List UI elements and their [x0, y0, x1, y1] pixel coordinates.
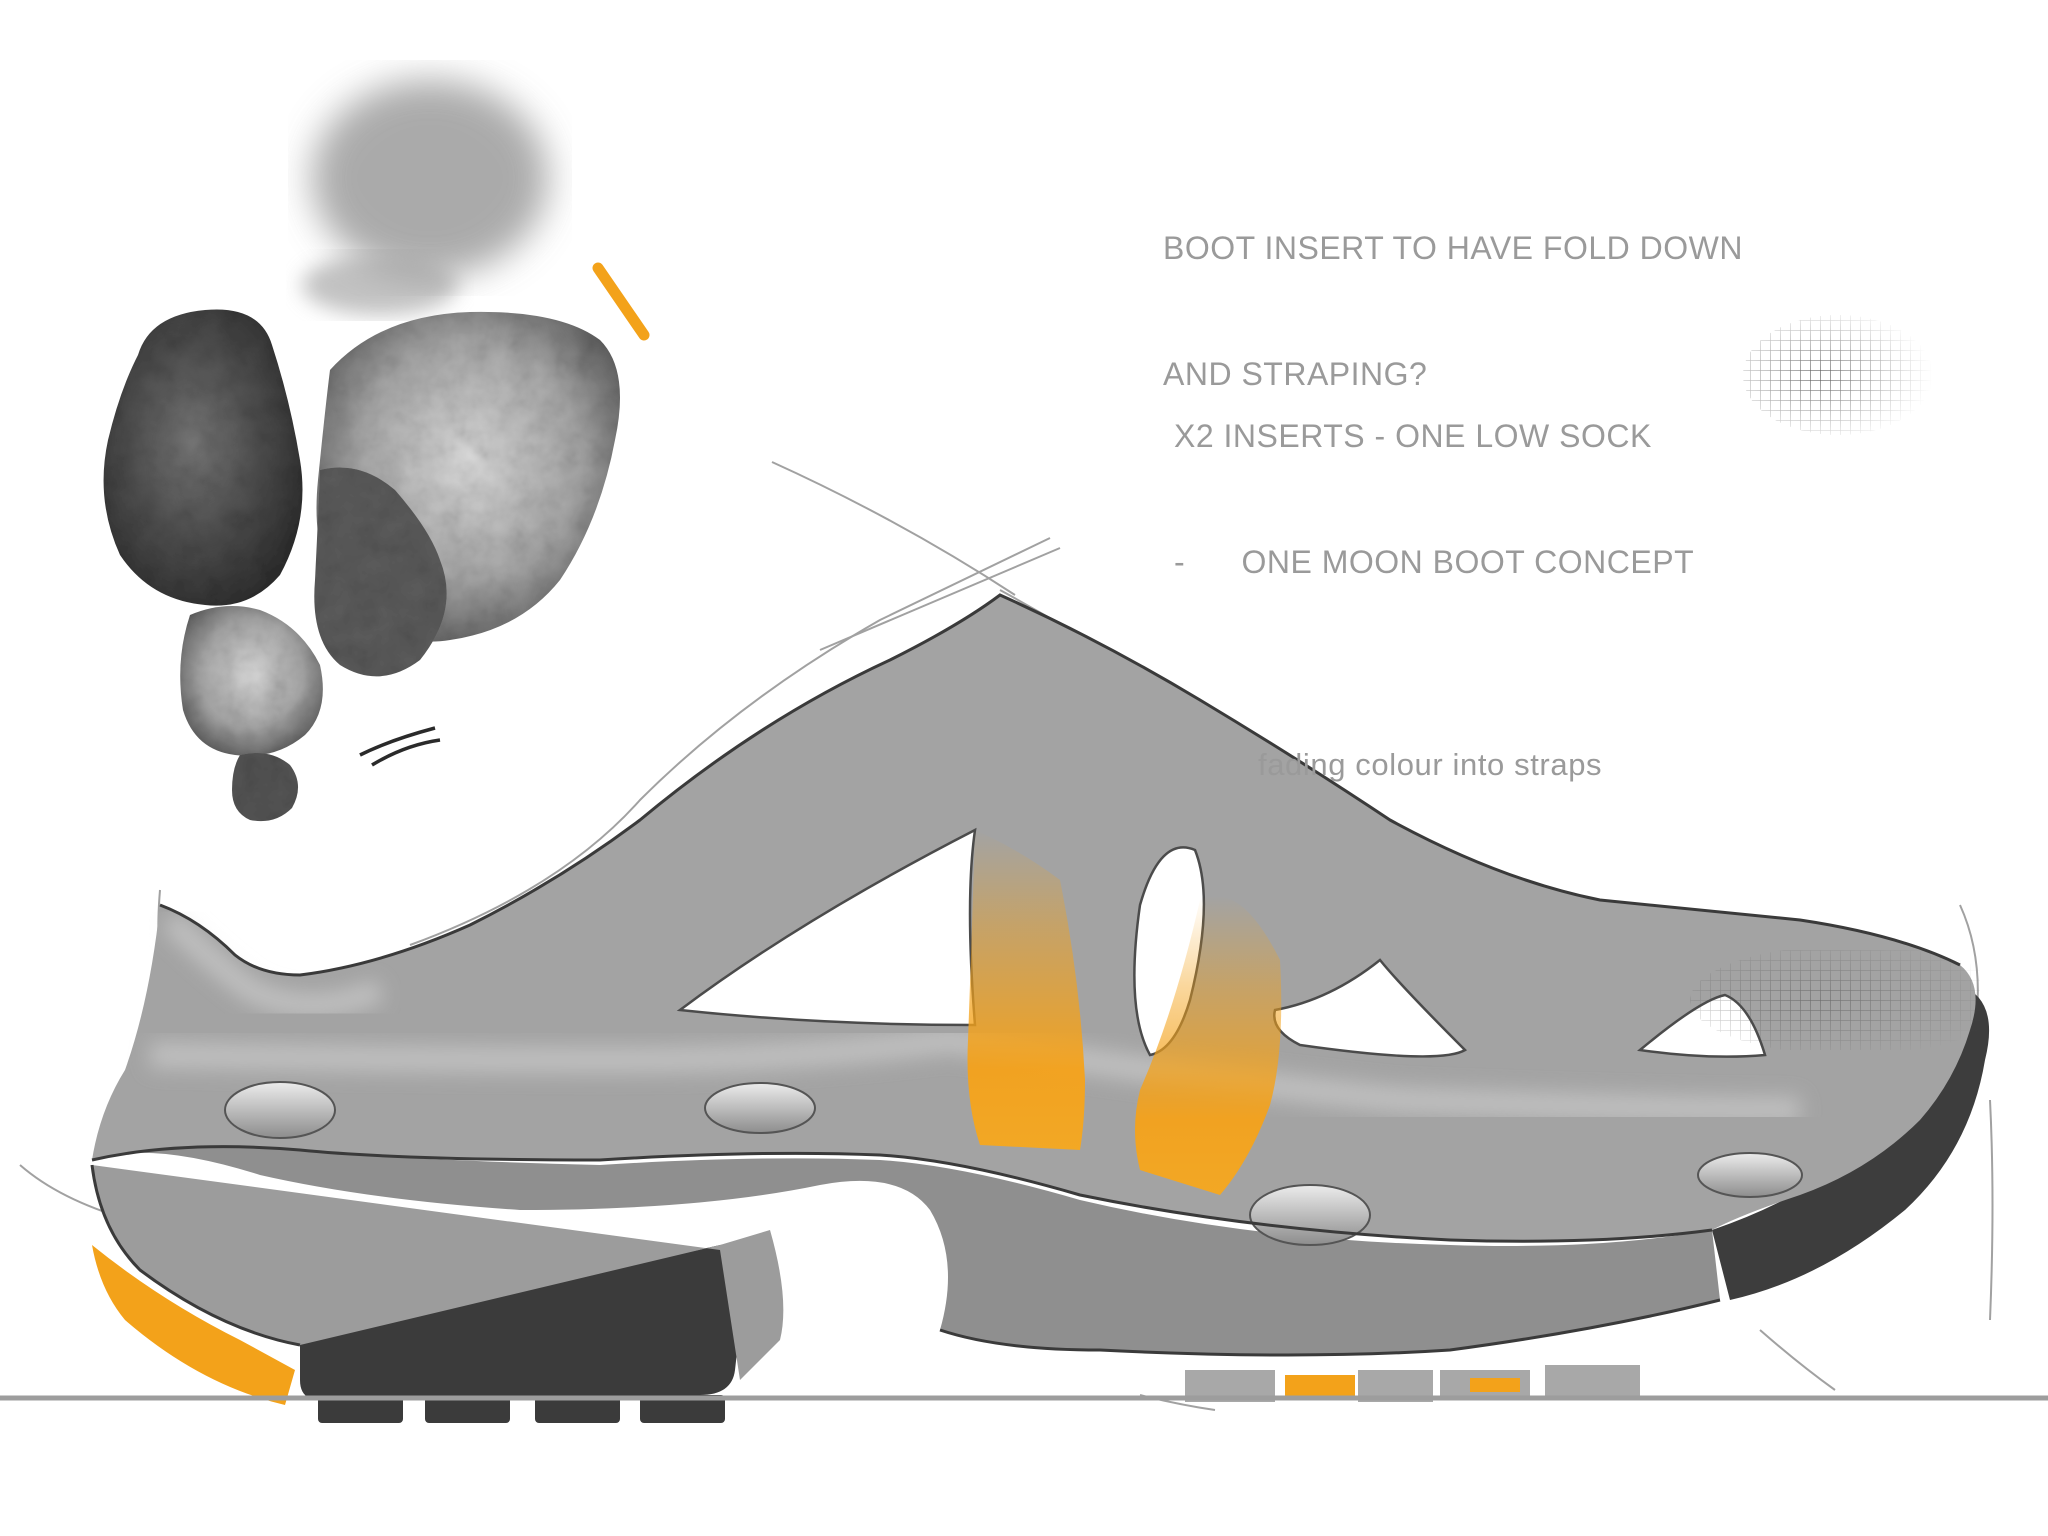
outline-strokes	[90, 593, 1961, 1357]
note-boot-insert-line2: AND STRAPING?	[1163, 356, 1428, 392]
note-fading-colour: fading colour into straps	[1258, 660, 1602, 828]
outsole-lugs-rear	[318, 1395, 725, 1423]
orange-heel-bumper	[92, 1245, 295, 1405]
toe-cap	[1712, 985, 1990, 1300]
note-x2-line1: X2 INSERTS - ONE LOW SOCK	[1174, 418, 1652, 454]
stone-cluster-illustration	[103, 309, 620, 822]
fading-strap-2	[1135, 896, 1282, 1195]
midsole	[92, 1146, 1720, 1355]
midsole-pods	[224, 1081, 1803, 1246]
note-fading-text: fading colour into straps	[1258, 747, 1603, 782]
mesh-swatch	[1740, 310, 1940, 440]
shoe-illustration	[90, 593, 1990, 1423]
fading-strap-1	[967, 830, 1085, 1150]
orange-stroke-mark	[592, 262, 650, 341]
note-x2-inserts: X2 INSERTS - ONE LOW SOCK - ONE MOON BOO…	[1174, 331, 1694, 625]
note-boot-insert: BOOT INSERT TO HAVE FOLD DOWN AND STRAPI…	[1163, 143, 1743, 437]
note-x2-line2: - ONE MOON BOOT CONCEPT	[1174, 544, 1695, 580]
outsole-rear	[300, 1244, 746, 1400]
blur-blobs	[302, 80, 548, 315]
note-boot-insert-line1: BOOT INSERT TO HAVE FOLD DOWN	[1163, 230, 1743, 266]
